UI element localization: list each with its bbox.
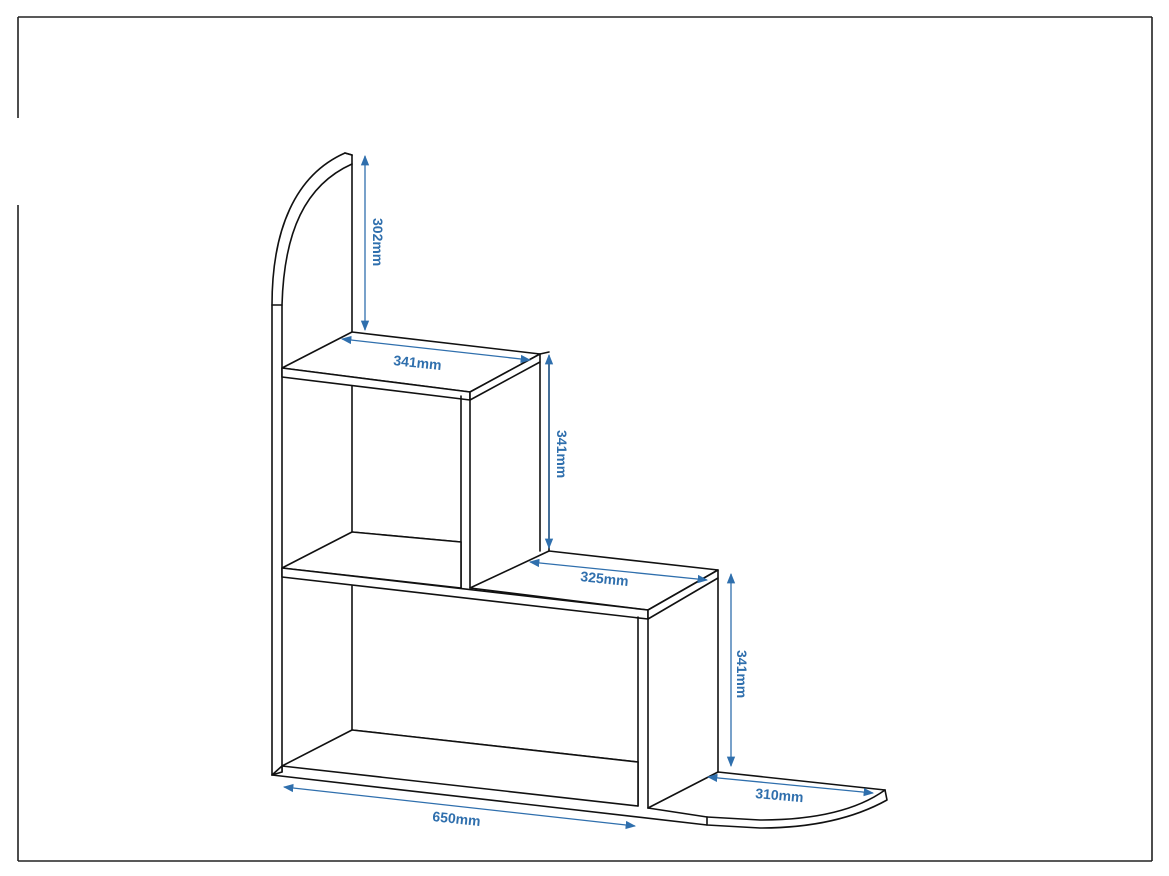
dim-label-top-shelf: 341mm [393, 352, 443, 373]
bottom-shelf [271, 729, 708, 826]
dimension-310mm: 310mm [706, 773, 875, 805]
drawing-frame [17, 16, 1153, 862]
dim-line-base-width [282, 783, 637, 830]
dimension-650mm: 650mm [282, 783, 637, 830]
dimension-341mm-top: 341mm [340, 335, 532, 373]
dimension-341mm-upper: 341mm [544, 353, 570, 550]
dim-label-lower-height: 341mm [734, 650, 750, 698]
dim-label-base-width: 650mm [432, 808, 482, 829]
back-arch-panel [271, 152, 353, 776]
dimension-341mm-lower: 341mm [726, 572, 750, 768]
dim-label-middle-shelf: 325mm [580, 568, 630, 589]
dim-label-top-height: 302mm [370, 218, 386, 266]
dim-label-extension-width: 310mm [755, 785, 804, 805]
dim-line-top-shelf [340, 335, 532, 364]
dim-line-extension-width [706, 773, 875, 797]
dim-line-middle-shelf [528, 558, 709, 584]
dimension-325mm: 325mm [528, 558, 709, 589]
dim-label-upper-height: 341mm [554, 430, 570, 478]
dimension-302mm: 302mm [360, 154, 386, 332]
middle-shelf [281, 531, 719, 620]
